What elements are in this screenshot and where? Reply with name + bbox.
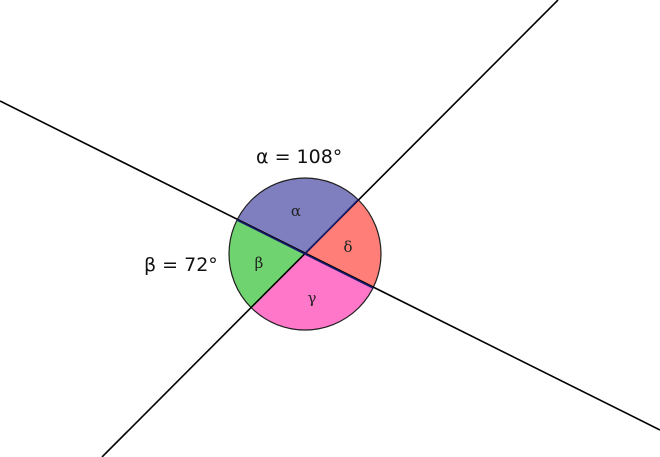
label-gamma: γ — [308, 289, 317, 307]
label-delta: δ — [343, 238, 352, 256]
caption-alpha: α = 108° — [256, 146, 342, 168]
angle-beta-sector — [228, 220, 305, 309]
label-beta: β — [255, 254, 264, 272]
line-descending — [0, 100, 660, 431]
ray-gamma-boundary — [304, 253, 374, 289]
label-alpha: α — [291, 202, 301, 220]
angle-circle-outline — [228, 177, 382, 331]
ray-alpha-boundary — [236, 219, 306, 255]
ray-delta-boundary — [304, 198, 359, 255]
caption-beta: β = 72° — [144, 254, 218, 276]
angle-delta-sector — [305, 199, 382, 288]
